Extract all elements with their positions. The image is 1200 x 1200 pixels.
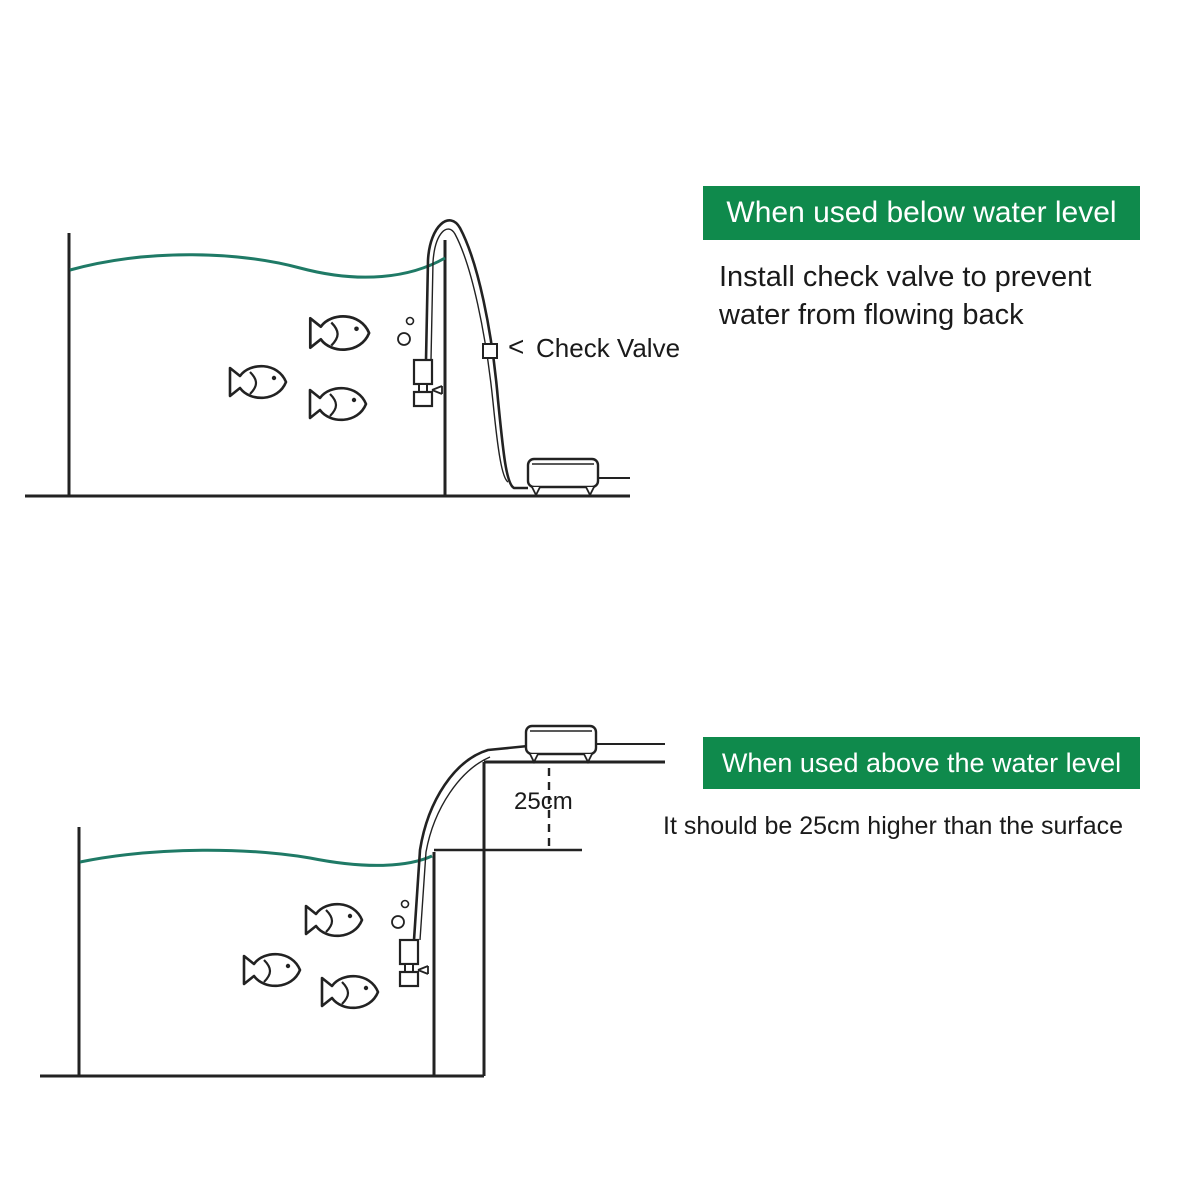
check-valve-icon	[482, 343, 498, 359]
description-above: It should be 25cm higher than the surfac…	[663, 812, 1124, 840]
water-surface	[69, 253, 446, 279]
air-tube	[424, 219, 528, 490]
fish-icon	[308, 314, 371, 352]
air-pump-icon	[524, 724, 598, 764]
description-below: Install check valve to prevent water fro…	[719, 258, 1091, 334]
air-tube	[412, 744, 529, 941]
check-valve-label: Check Valve	[536, 333, 681, 363]
bubble-icon	[400, 899, 410, 909]
bubble-icon	[397, 332, 411, 346]
fish-icon	[308, 386, 368, 422]
chevron-left-icon: <	[508, 331, 525, 362]
description-line: Install check valve to prevent	[719, 261, 1092, 293]
fish-icon	[320, 974, 380, 1010]
description-line: water from flowing back	[719, 299, 1024, 331]
water-surface	[79, 848, 433, 867]
label-below-water: When used below water level	[703, 186, 1140, 240]
fish-icon	[304, 902, 364, 938]
label-above-water: When used above the water level	[703, 737, 1140, 789]
air-stone-pump-icon	[412, 358, 444, 408]
panel-below-diagram	[25, 219, 630, 498]
fish-icon	[228, 364, 288, 400]
fish-icon	[242, 952, 302, 988]
air-stone-pump-icon	[398, 938, 430, 988]
height-marker-label: 25cm	[514, 788, 573, 815]
bubble-icon	[405, 316, 415, 326]
bubble-icon	[391, 915, 405, 929]
air-pump-icon	[526, 457, 600, 497]
panel-above-diagram	[40, 724, 665, 1078]
